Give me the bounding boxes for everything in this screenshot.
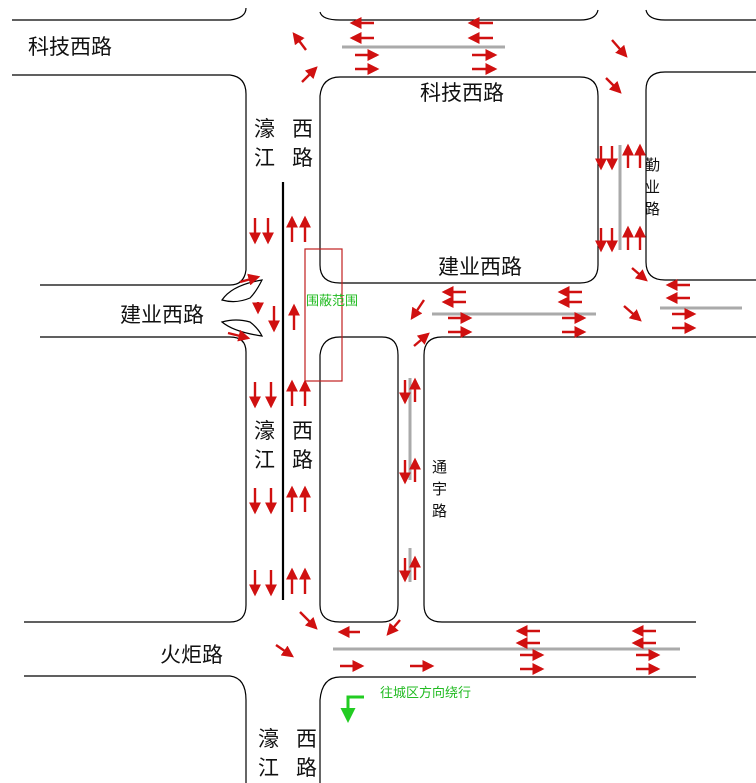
enclosure-label: 围蔽范围	[306, 294, 358, 309]
label-tongyu-1: 通	[432, 458, 447, 476]
label-haojiang-bot-b: 西	[296, 727, 317, 751]
label-qinye-2: 业	[645, 178, 660, 196]
island-upper	[221, 279, 264, 303]
direction-arrow-icon	[605, 77, 622, 94]
label-haojiang-top-d: 路	[292, 146, 313, 170]
label-haojiang-mid-d: 路	[292, 448, 313, 472]
direction-arrow-icon	[299, 611, 318, 630]
block-middle-left-edge	[24, 336, 247, 623]
direction-arrow-icon	[611, 39, 628, 58]
label-haojiang-bot-d: 路	[296, 756, 317, 780]
direction-arrow-icon	[239, 273, 261, 286]
direction-arrow-icon	[413, 332, 430, 347]
block-top-left-edge	[12, 7, 247, 21]
traffic-arrows	[227, 17, 697, 675]
annotation-labels: 围蔽范围 往城区方向绕行	[306, 294, 471, 701]
detour-arrow-icon	[340, 695, 364, 723]
road-network	[12, 7, 756, 783]
block-right-middle-edge	[423, 336, 756, 356]
label-haojiang-bot-a: 濠	[258, 727, 279, 751]
direction-arrow-icon	[410, 299, 425, 320]
label-qinye-3: 路	[645, 200, 660, 218]
direction-arrow-icon	[623, 305, 642, 322]
label-haojiang-top-c: 江	[254, 146, 275, 170]
direction-arrow-icon	[275, 644, 294, 658]
label-haojiang-mid-a: 濠	[254, 419, 275, 443]
lane-dividers	[333, 45, 742, 651]
block-right-edge	[645, 71, 756, 281]
label-jianye-xilu-left: 建业西路	[120, 303, 204, 327]
label-huoju-lu: 火炬路	[160, 643, 223, 667]
block-center-edge	[319, 76, 599, 284]
direction-arrow-icon	[386, 619, 401, 636]
label-jianye-xilu-center: 建业西路	[438, 255, 522, 279]
label-keji-xilu-center: 科技西路	[420, 81, 504, 105]
block-bottom-right-edge	[319, 676, 696, 783]
direction-arrow-icon	[292, 32, 307, 51]
block-upper-left-edge	[12, 74, 247, 286]
detour-label: 往城区方向绕行	[380, 685, 471, 701]
direction-arrow-icon	[227, 329, 251, 342]
label-tongyu-3: 路	[432, 502, 447, 520]
block-right-middle-lower-edge	[423, 355, 696, 623]
enclosure-box	[304, 248, 343, 382]
direction-arrow-icon	[631, 267, 648, 282]
label-keji-xilu-left: 科技西路	[28, 35, 112, 59]
label-haojiang-bot-c: 江	[258, 756, 279, 780]
road-labels: 科技西路 科技西路 濠 西 江 路 建业西路 建业西路 勤 业 路 濠 西 江 …	[28, 35, 660, 780]
direction-arrow-icon	[301, 66, 318, 83]
block-narrow-edge	[319, 336, 399, 623]
label-haojiang-mid-c: 江	[254, 448, 275, 472]
label-haojiang-top-b: 西	[292, 117, 313, 141]
block-bottom-left-edge	[24, 675, 247, 783]
label-haojiang-mid-b: 西	[292, 419, 313, 443]
block-top-right-edge	[645, 9, 756, 21]
label-qinye-1: 勤	[645, 156, 660, 174]
label-haojiang-top-a: 濠	[254, 117, 275, 141]
label-tongyu-2: 宇	[432, 480, 447, 498]
block-top-center-top-edge	[319, 9, 599, 21]
